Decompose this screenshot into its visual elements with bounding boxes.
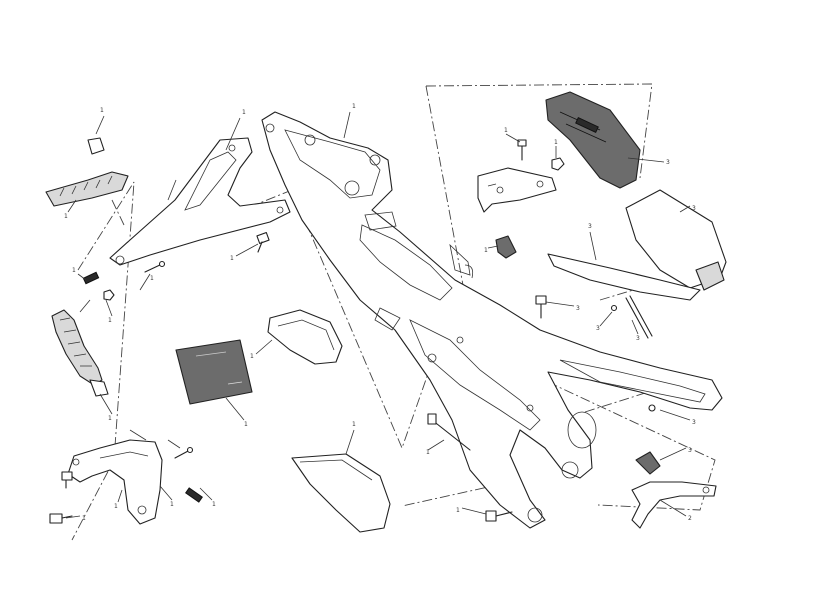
callout: 3 xyxy=(666,159,670,166)
callout: 1 xyxy=(72,267,76,274)
callout: 1 xyxy=(108,415,112,422)
rod xyxy=(625,295,653,339)
nut-a xyxy=(103,289,115,301)
bolt-b xyxy=(61,471,73,489)
callout: 1 xyxy=(250,353,254,360)
bolt-f xyxy=(517,139,527,161)
plate-bracket xyxy=(477,167,701,475)
callout: 1 xyxy=(212,501,216,508)
lower-footpeg xyxy=(51,309,109,397)
callout: 3 xyxy=(576,305,580,312)
document-pouch xyxy=(267,309,343,365)
callout: 1 xyxy=(426,449,430,456)
callout: 1 xyxy=(170,501,174,508)
callout: 1 xyxy=(100,107,104,114)
washer-b xyxy=(610,304,618,312)
spring-a xyxy=(82,271,100,285)
callout: 1 xyxy=(64,213,68,220)
callout: 3 xyxy=(596,325,600,332)
pin-b xyxy=(174,446,194,459)
bolt-g xyxy=(535,295,547,319)
lower-left-bracket xyxy=(67,439,163,525)
callout: 1 xyxy=(108,317,112,324)
callout: 3 xyxy=(636,335,640,342)
callout-numbers: 1 1 1 1 1 1 1 1 1 1 1 1 1 1 1 1 2 3 3 3 … xyxy=(64,103,696,522)
pin-a xyxy=(144,260,166,273)
tail-housing xyxy=(545,91,641,189)
callout: 1 xyxy=(82,515,86,522)
left-footpeg-bracket xyxy=(109,137,291,266)
callout: 1 xyxy=(352,421,356,428)
rear-subframe xyxy=(261,111,723,529)
spring-b xyxy=(185,487,203,503)
owners-manual xyxy=(175,339,253,405)
callout: 3 xyxy=(692,419,696,426)
bolt-d xyxy=(427,413,471,451)
callout: 1 xyxy=(352,103,356,110)
callout: 3 xyxy=(588,223,592,230)
callout: 1 xyxy=(484,247,488,254)
callout: 2 xyxy=(688,515,692,522)
rear-cover-box xyxy=(625,189,727,291)
upper-footpeg xyxy=(45,137,129,207)
bolt-a xyxy=(256,231,270,253)
washer-a xyxy=(648,404,656,412)
callout: 3 xyxy=(688,447,692,454)
callout: 1 xyxy=(230,255,234,262)
callout: 1 xyxy=(456,507,460,514)
bolt-e xyxy=(485,510,513,522)
bolt-c xyxy=(49,513,73,524)
leader-lines xyxy=(65,111,691,519)
callout: 1 xyxy=(114,503,118,510)
callout: 3 xyxy=(692,205,696,212)
callout: 1 xyxy=(244,421,248,428)
callout: 1 xyxy=(242,109,246,116)
hardware xyxy=(49,139,656,524)
callout: 1 xyxy=(504,127,508,134)
nut-b xyxy=(551,157,565,171)
lower-right-bracket xyxy=(631,481,717,529)
callout: 1 xyxy=(150,275,154,282)
side-panel xyxy=(291,453,391,533)
callout: 1 xyxy=(554,139,558,146)
